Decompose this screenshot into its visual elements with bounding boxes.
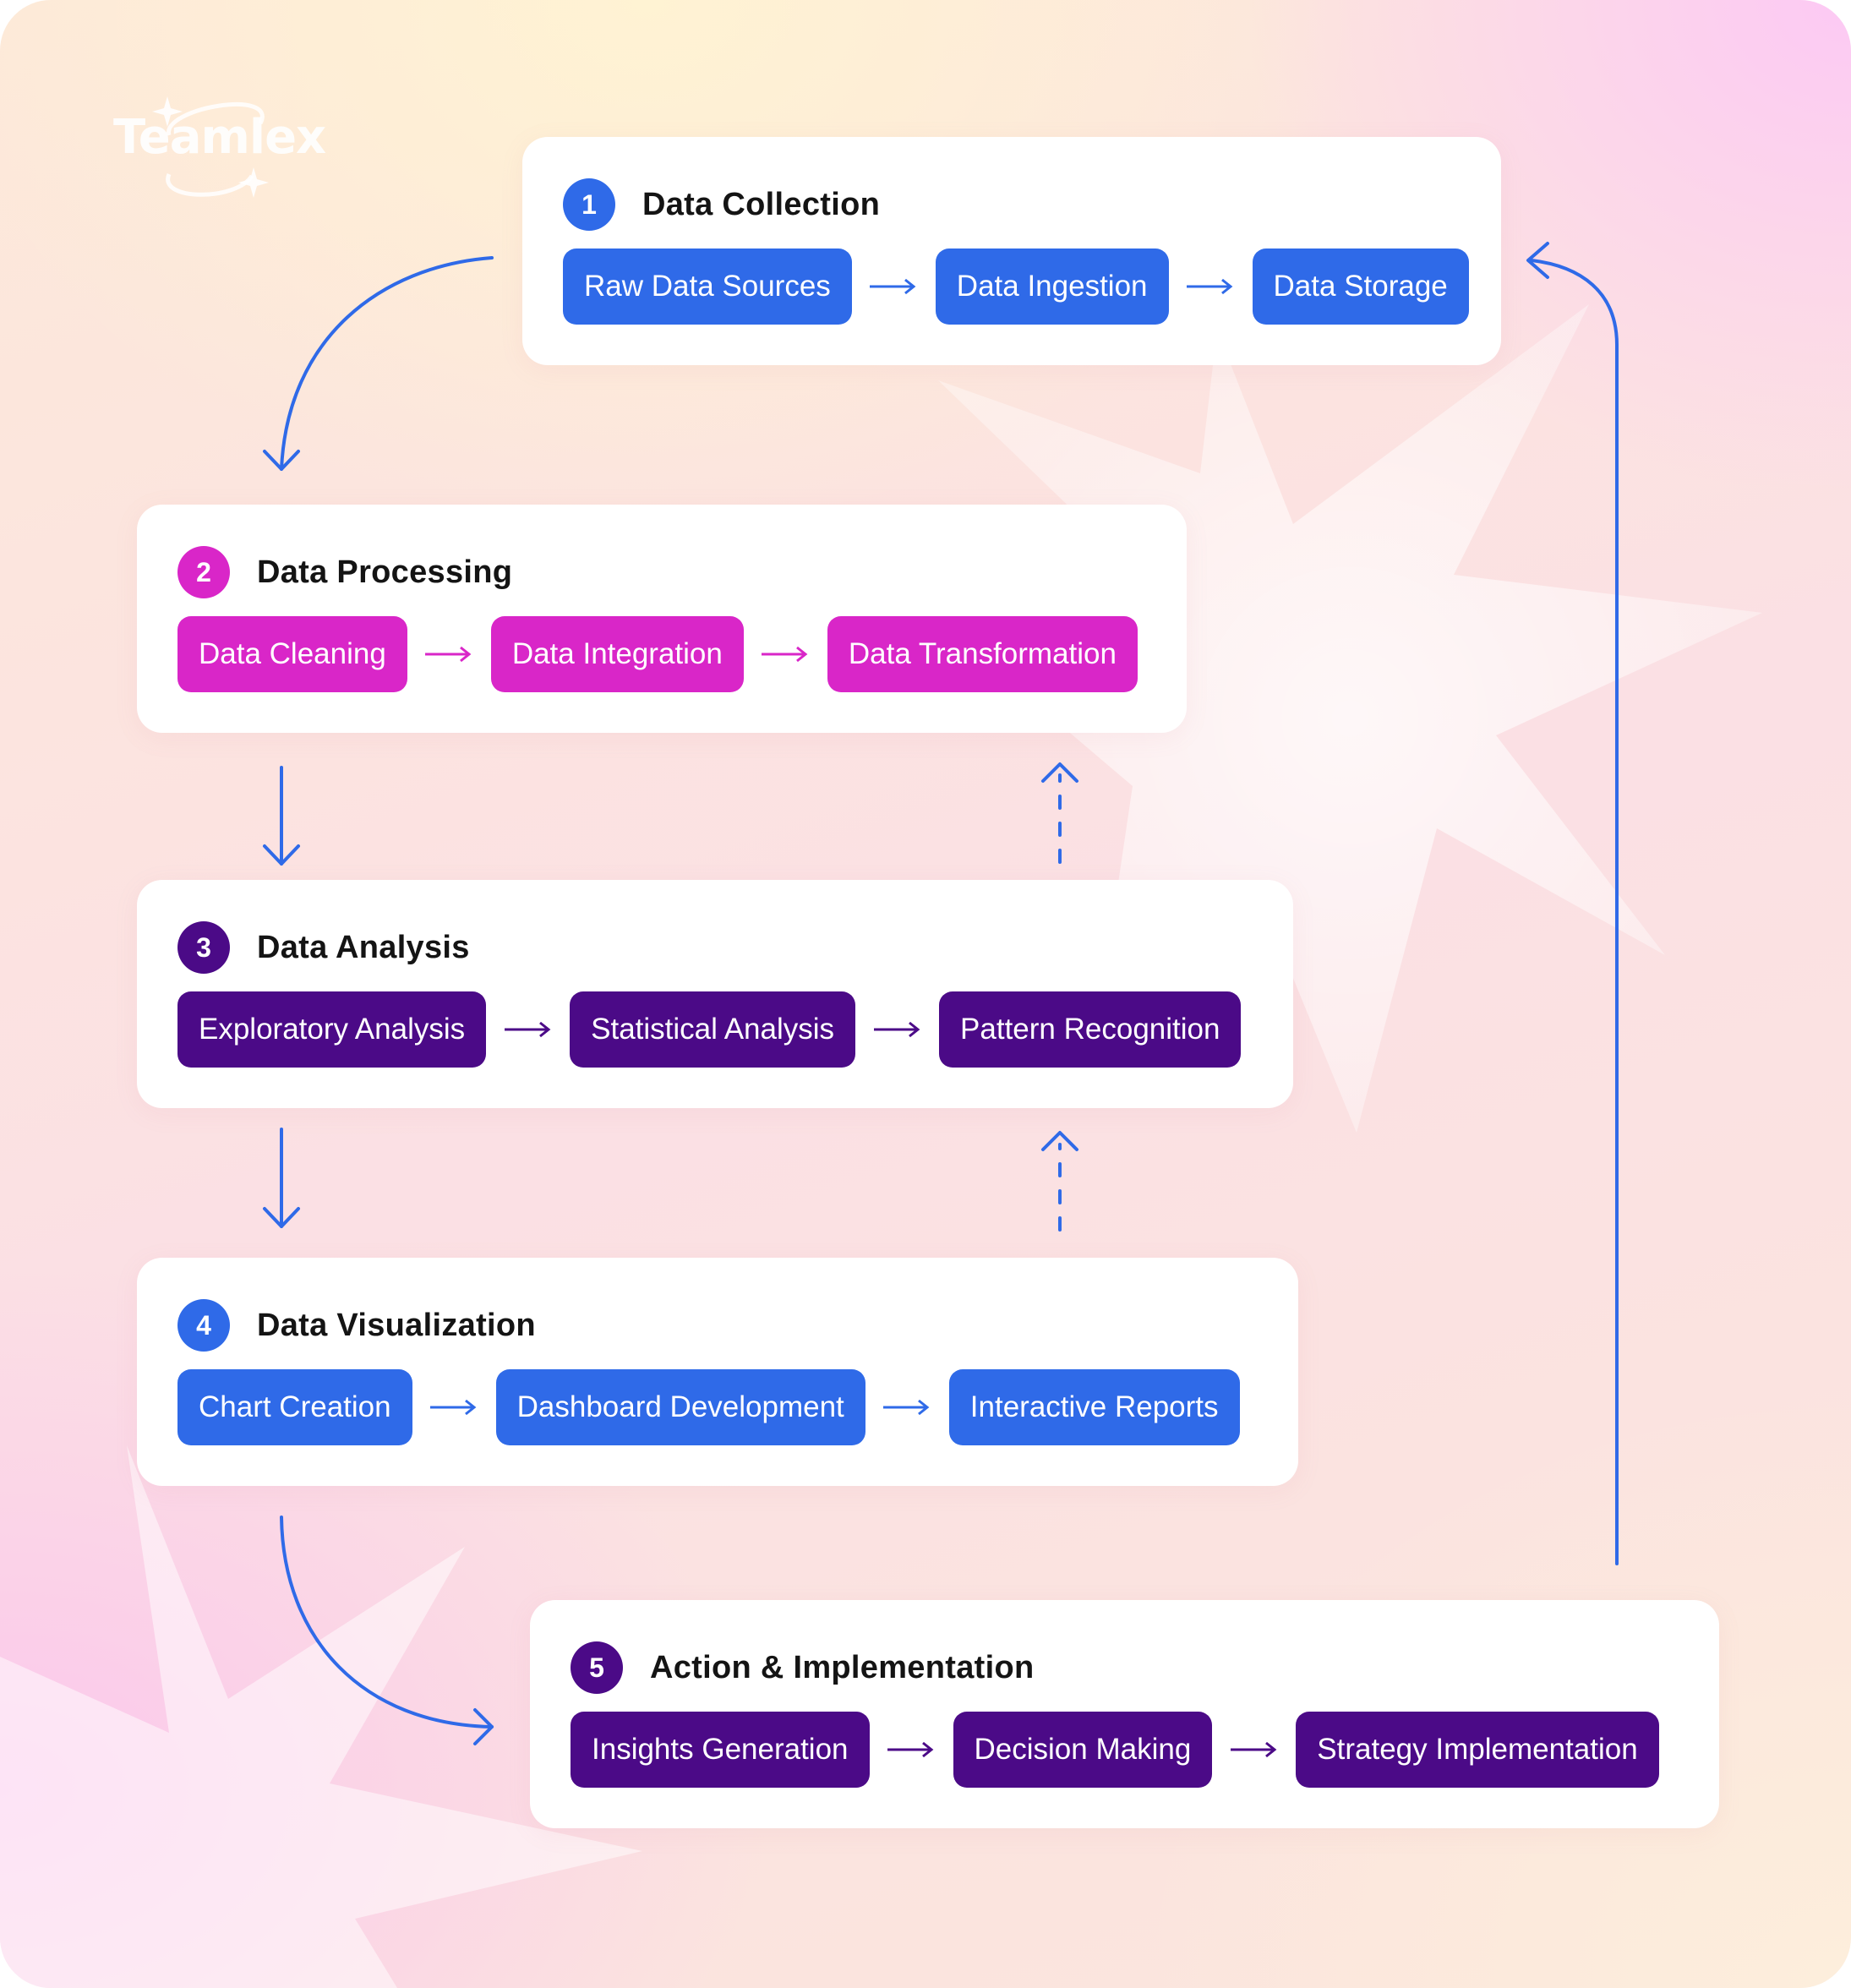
stage-title: Action & Implementation (650, 1649, 1035, 1685)
step-data-ingestion[interactable]: Data Ingestion (935, 248, 1169, 325)
step-insights-generation[interactable]: Insights Generation (571, 1712, 870, 1788)
stage-number-badge: 5 (571, 1641, 623, 1694)
stage-card-data-processing: 2 Data Processing Data Cleaning Data Int… (137, 505, 1187, 733)
step-data-cleaning[interactable]: Data Cleaning (177, 616, 407, 692)
arrow-right-icon (855, 991, 939, 1068)
stage-number-badge: 1 (563, 178, 615, 231)
step-strategy-implementation[interactable]: Strategy Implementation (1296, 1712, 1659, 1788)
stage-title: Data Visualization (257, 1307, 536, 1343)
arrow-right-icon (1212, 1712, 1296, 1788)
stage-card-action-implementation: 5 Action & Implementation Insights Gener… (530, 1600, 1719, 1828)
arrow-right-icon (1169, 248, 1253, 325)
stage-number-badge: 2 (177, 546, 230, 598)
arrow-right-icon (865, 1369, 949, 1445)
arrow-right-icon (852, 248, 936, 325)
step-data-storage[interactable]: Data Storage (1252, 248, 1469, 325)
stage-number-badge: 4 (177, 1299, 230, 1352)
step-exploratory-analysis[interactable]: Exploratory Analysis (177, 991, 487, 1068)
stage-title: Data Processing (257, 554, 513, 590)
arrow-right-icon (486, 991, 570, 1068)
arrow-right-icon (744, 616, 827, 692)
stage-card-data-analysis: 3 Data Analysis Exploratory Analysis Sta… (137, 880, 1293, 1108)
logo-text: Teamlex (113, 110, 326, 165)
arrow-right-icon (407, 616, 491, 692)
step-data-integration[interactable]: Data Integration (490, 616, 744, 692)
stage-title: Data Analysis (257, 929, 470, 965)
stage-card-data-visualization: 4 Data Visualization Chart Creation Dash… (137, 1258, 1298, 1486)
stage-card-data-collection: 1 Data Collection Raw Data Sources Data … (522, 137, 1501, 365)
step-pattern-recognition[interactable]: Pattern Recognition (939, 991, 1242, 1068)
step-data-transformation[interactable]: Data Transformation (827, 616, 1138, 692)
stage-title: Data Collection (642, 186, 881, 222)
step-interactive-reports[interactable]: Interactive Reports (948, 1369, 1240, 1445)
stage-number-badge: 3 (177, 921, 230, 974)
logo-sparkle-icon (152, 96, 269, 198)
step-statistical-analysis[interactable]: Statistical Analysis (570, 991, 856, 1068)
arrow-right-icon (870, 1712, 953, 1788)
arrow-right-icon (412, 1369, 496, 1445)
step-raw-data-sources[interactable]: Raw Data Sources (563, 248, 852, 325)
step-chart-creation[interactable]: Chart Creation (177, 1369, 412, 1445)
step-decision-making[interactable]: Decision Making (953, 1712, 1213, 1788)
step-dashboard-development[interactable]: Dashboard Development (495, 1369, 865, 1445)
logo: Teamlex (110, 91, 330, 201)
